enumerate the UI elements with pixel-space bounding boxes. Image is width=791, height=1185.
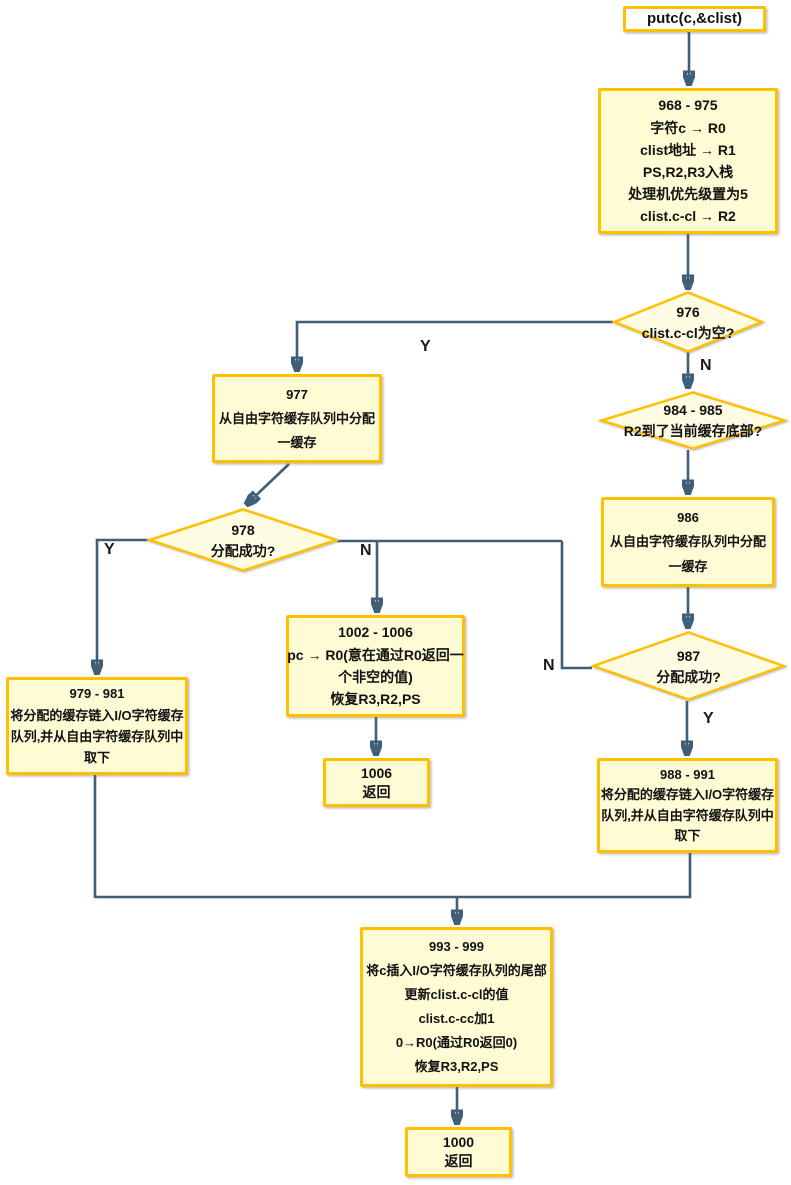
node-line: 恢复R3,R2,PS bbox=[330, 690, 421, 707]
node-line: 0→R0(通过R0返回0) bbox=[395, 1035, 518, 1051]
node-line: 986 bbox=[677, 509, 699, 525]
decision-987: 987 分配成功? bbox=[589, 631, 788, 701]
edge-977-to-978 bbox=[247, 463, 290, 504]
process-977: 977 从自由字符缓存队列中分配 一缓存 bbox=[212, 374, 382, 463]
node-line: 一缓存 bbox=[668, 558, 708, 574]
decision-text: 978 分配成功? bbox=[148, 508, 338, 572]
node-line: 队列,并从自由字符缓存队列中 bbox=[10, 728, 184, 744]
node-line: 988 - 991 bbox=[660, 766, 715, 782]
node-line: 987 bbox=[676, 647, 701, 664]
node-line: 从自由字符缓存队列中分配 bbox=[609, 534, 766, 550]
edge-978-yes-to-979 bbox=[97, 538, 148, 673]
process-988-991: 988 - 991 将分配的缓存链入I/O字符缓存 队列,并从自由字符缓存队列中… bbox=[597, 758, 778, 853]
node-line: 将分配的缓存链入I/O字符缓存 bbox=[600, 787, 775, 803]
node-line: clist地址 → R1 bbox=[640, 141, 736, 158]
node-line: clist.c-cl为空? bbox=[641, 324, 735, 341]
node-line: 更新clist.c-cl的值 bbox=[404, 987, 509, 1003]
node-line: 从自由字符缓存队列中分配 bbox=[218, 410, 375, 426]
node-line: PS,R2,R3入栈 bbox=[642, 163, 734, 180]
node-line: 个非空的值) bbox=[338, 668, 413, 685]
edge-987-no-up bbox=[560, 541, 592, 670]
terminal-1000: 1000 返回 bbox=[405, 1127, 512, 1177]
node-line: 处理机优先级置为5 bbox=[628, 185, 748, 202]
node-line: 返回 bbox=[362, 783, 391, 800]
node-line: 取下 bbox=[83, 749, 110, 765]
node-line: 取下 bbox=[674, 828, 701, 844]
start-node-putc: putc(c,&clist) bbox=[623, 6, 766, 32]
node-line: 1000 bbox=[442, 1133, 475, 1150]
node-line: 分配成功? bbox=[656, 668, 721, 685]
node-line: pc → R0(意在通过R0返回一 bbox=[287, 646, 464, 663]
node-line: clist.c-cl → R2 bbox=[640, 207, 736, 224]
start-node-label: putc(c,&clist) bbox=[646, 10, 742, 28]
branch-label-978-yes: Y bbox=[104, 541, 115, 558]
process-979-981: 979 - 981 将分配的缓存链入I/O字符缓存 队列,并从自由字符缓存队列中… bbox=[6, 677, 188, 775]
node-line: 返回 bbox=[444, 1153, 473, 1170]
node-line: 将分配的缓存链入I/O字符缓存 bbox=[10, 707, 184, 723]
diamond-shape bbox=[145, 508, 341, 572]
node-line: 一缓存 bbox=[277, 434, 317, 450]
diamond-shape bbox=[589, 631, 788, 701]
branch-label-978-no: N bbox=[360, 542, 372, 559]
node-line: 979 - 981 bbox=[69, 686, 125, 702]
node-line: 968 - 975 bbox=[658, 97, 718, 114]
decision-978: 978 分配成功? bbox=[145, 508, 341, 572]
process-1002-1006: 1002 - 1006 pc → R0(意在通过R0返回一 个非空的值) 恢复R… bbox=[286, 615, 465, 717]
node-line: 978 bbox=[231, 521, 255, 538]
diamond-shape bbox=[611, 291, 765, 353]
node-line: 队列,并从自由字符缓存队列中 bbox=[601, 807, 774, 823]
edge-979-988-merge bbox=[93, 775, 692, 899]
node-line: 字符c → R0 bbox=[650, 119, 726, 136]
decision-976: 976 clist.c-cl为空? bbox=[611, 291, 765, 353]
node-line: 分配成功? bbox=[210, 542, 276, 559]
node-line: 976 bbox=[676, 303, 700, 320]
node-line: 993 - 999 bbox=[429, 939, 484, 955]
decision-text: 984 - 985 R2到了当前缓存底部? bbox=[600, 391, 786, 450]
node-line: 977 bbox=[286, 386, 308, 402]
decision-984-985: 984 - 985 R2到了当前缓存底部? bbox=[597, 391, 789, 450]
node-line: 1006 bbox=[360, 764, 393, 781]
branch-label-987-yes: Y bbox=[703, 710, 714, 727]
branch-label-976-no: N bbox=[700, 357, 712, 374]
decision-text: 987 分配成功? bbox=[592, 631, 785, 701]
edge-976-yes-to-977 bbox=[297, 320, 613, 370]
process-968-975: 968 - 975 字符c → R0 clist地址 → R1 PS,R2,R3… bbox=[598, 88, 778, 234]
branch-label-987-no: N bbox=[543, 657, 555, 674]
decision-text: 976 clist.c-cl为空? bbox=[613, 291, 763, 353]
terminal-1006: 1006 返回 bbox=[323, 758, 430, 807]
node-line: 984 - 985 bbox=[663, 402, 723, 418]
node-line: clist.c-cc加1 bbox=[418, 1011, 495, 1027]
process-986: 986 从自由字符缓存队列中分配 一缓存 bbox=[601, 497, 775, 587]
node-line: R2到了当前缓存底部? bbox=[623, 423, 763, 439]
node-line: 1002 - 1006 bbox=[338, 624, 413, 641]
diamond-shape bbox=[597, 391, 789, 450]
branch-label-976-yes: Y bbox=[420, 338, 431, 355]
process-993-999: 993 - 999 将c插入I/O字符缓存队列的尾部 更新clist.c-cl的… bbox=[360, 927, 553, 1087]
node-line: 将c插入I/O字符缓存队列的尾部 bbox=[366, 963, 547, 979]
node-line: 恢复R3,R2,PS bbox=[414, 1058, 499, 1074]
